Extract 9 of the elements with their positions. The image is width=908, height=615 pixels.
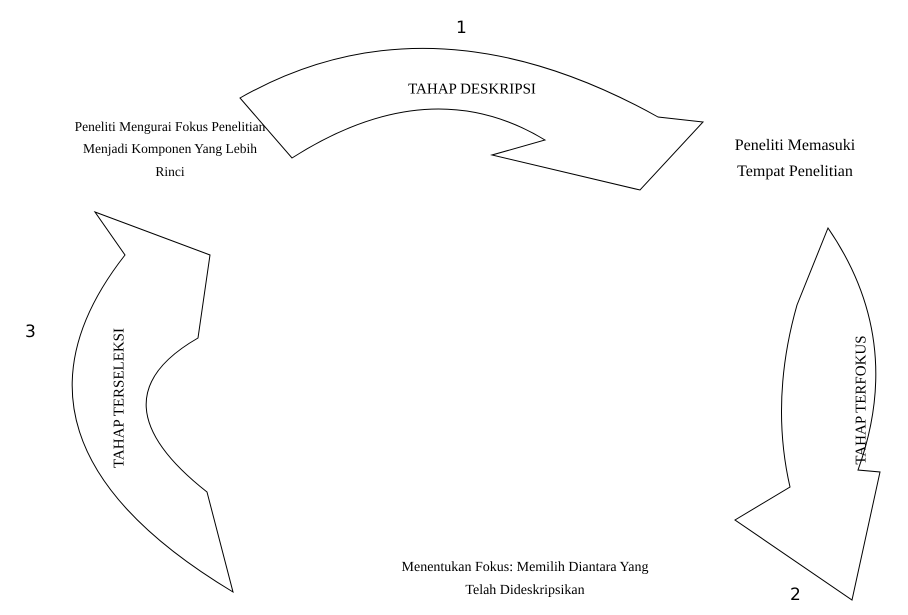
step-description: Peneliti Mengurai Fokus Penelitian Menjadi Komponen Yang Lebih Rinci bbox=[74, 118, 266, 181]
stage-number: 3 bbox=[25, 322, 36, 342]
step-description: Peneliti Memasuki Tempat Penelitian bbox=[734, 136, 856, 182]
stage-label: TAHAP DESKRIPSI bbox=[408, 82, 536, 98]
stage-number: 1 bbox=[456, 18, 467, 38]
step-description: Menentukan Fokus: Memilih Diantara Yang Telah Dideskripsikan bbox=[400, 559, 650, 600]
stage-number: 2 bbox=[790, 585, 801, 605]
stage-label: TAHAP TERFOKUS bbox=[854, 335, 870, 465]
stage-label: TAHAP TERSELEKSI bbox=[112, 328, 128, 468]
